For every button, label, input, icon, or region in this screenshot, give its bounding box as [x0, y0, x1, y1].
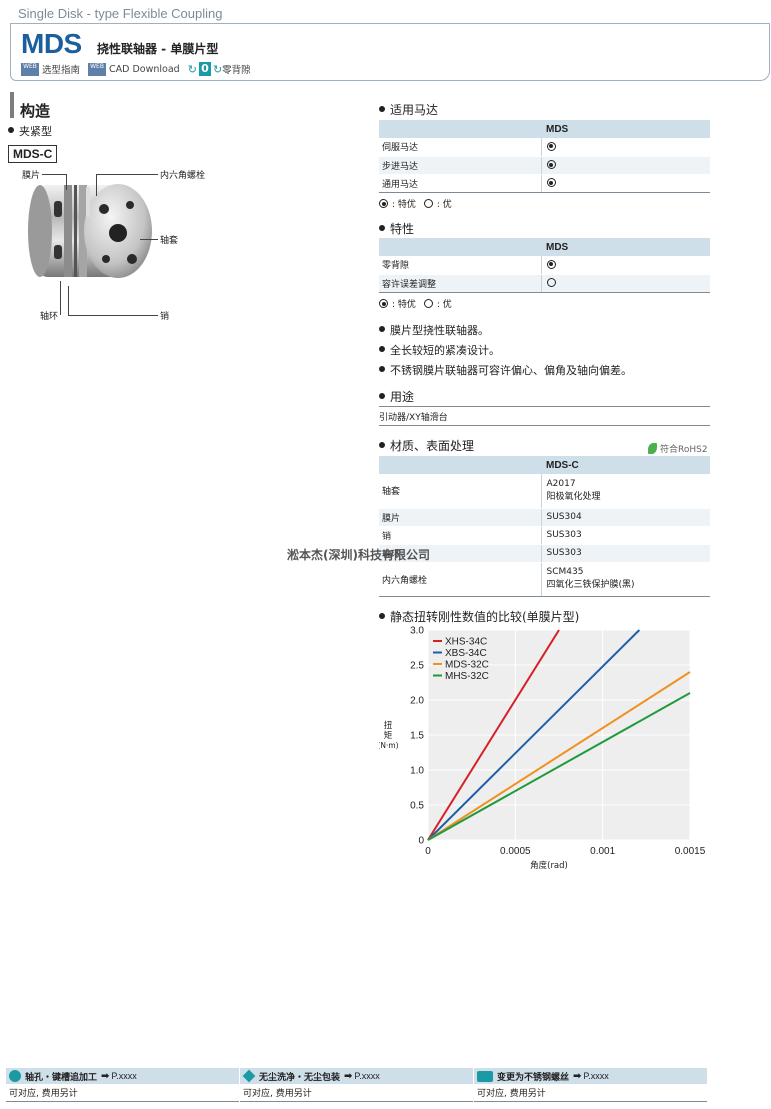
excellent-mark — [546, 259, 556, 269]
y-axis-label: (N·m) — [379, 741, 399, 750]
coupling-image — [28, 184, 152, 278]
series-line-mhs-32c — [427, 692, 691, 841]
material-row-label: 销 — [379, 526, 541, 545]
header-box: MDS 挠性联轴器 - 单膜片型 WEB 选型指南 WEB CAD Downlo… — [10, 24, 770, 81]
series-line-xbs-34c — [427, 629, 641, 841]
structure-title: 构造 — [20, 102, 51, 120]
good-mark — [546, 278, 556, 287]
props-table: MDS 零背隙 容许误差调整 — [379, 238, 710, 293]
arrow-right-icon: ➡ — [573, 1070, 582, 1082]
props-heading: 特性 — [379, 220, 414, 237]
part-label-pin: 销 — [160, 312, 170, 322]
rotate-icon: ↻ — [212, 62, 223, 76]
legend-entry: MHS-32C — [445, 671, 489, 682]
props-legend: : 特优 : 优 — [379, 297, 456, 310]
usage-text: 引动器/XY轴滑台 — [379, 413, 448, 423]
torsional-stiffness-chart: 0 0.5 1.0 1.5 2.0 2.5 3.0 0 0.0005 0.001 0.0015 角度(… — [379, 626, 706, 872]
series-title: Single Disk - type Flexible Coupling — [10, 2, 770, 24]
prop-row-label: 容许误差调整 — [379, 274, 541, 293]
legend-entry: XHS-34C — [445, 637, 487, 648]
y-tick-label: 3.0 — [410, 626, 424, 637]
prop-row-label: 零背隙 — [379, 256, 541, 275]
part-label-hex-bolt: 内六角螺栓 — [160, 171, 206, 181]
x-axis-label: 角度(rad) — [530, 860, 568, 871]
y-tick-label: 1.0 — [410, 766, 424, 777]
y-tick-label: 2.5 — [410, 661, 424, 672]
series-line-mds-32c — [427, 671, 691, 841]
chart-title: 静态扭转刚性数值的比较(单膜片型) — [379, 608, 579, 625]
section-bar — [10, 92, 14, 118]
footer-options: 轴孔・键槽追加工➡P.xxxx 可对应, 费用另计 无尘洗净・无尘包装➡P.xx… — [6, 1068, 710, 1102]
zero-backlash-link[interactable]: 零背隙 — [222, 65, 251, 76]
material-heading: 材质、表面处理 — [379, 437, 474, 454]
motor-legend: : 特优 : 优 — [379, 197, 456, 210]
x-tick-label: 0.0005 — [500, 846, 531, 857]
legend-entry: XBS-34C — [445, 648, 487, 659]
footer-option[interactable]: 轴孔・键槽追加工➡P.xxxx 可对应, 费用另计 — [6, 1068, 240, 1102]
motor-table: MDS 伺服马达 步进马达 通用马达 — [379, 120, 710, 193]
feature-item: 全长较短的紧凑设计。 — [379, 342, 500, 358]
arrow-right-icon: ➡ — [344, 1070, 353, 1082]
x-tick-label: 0.0015 — [675, 846, 706, 857]
x-tick-label: 0 — [425, 846, 431, 857]
leaf-icon — [648, 443, 657, 454]
material-row-label: 膜片 — [379, 508, 541, 527]
page-header: Single Disk - type Flexible Coupling MDS… — [10, 2, 770, 81]
part-label-hub: 轴套 — [160, 236, 179, 246]
series-line-xhs-34c — [427, 629, 560, 841]
motor-row-label: 伺服马达 — [379, 138, 541, 157]
good-mark — [423, 299, 433, 308]
excellent-mark — [379, 299, 388, 308]
motor-row-label: 通用马达 — [379, 174, 541, 193]
part-label-diaphragm: 膜片 — [22, 171, 41, 181]
motor-row-label: 步进马达 — [379, 156, 541, 175]
x-tick-label: 0.001 — [590, 846, 615, 857]
y-axis-label: 矩 — [384, 730, 393, 741]
zero-backlash-icon: 0 — [198, 62, 211, 76]
screw-icon — [477, 1070, 493, 1082]
motor-heading: 适用马达 — [379, 101, 438, 118]
rotate-icon: ↻ — [187, 62, 197, 76]
y-tick-label: 1.5 — [410, 731, 424, 742]
part-label-collar: 轴环 — [40, 312, 59, 322]
arrow-right-icon: ➡ — [101, 1070, 110, 1082]
model-tag: MDS-C — [8, 145, 58, 163]
y-axis-label: 扭 — [384, 720, 393, 731]
material-row-label: 轴套 — [379, 474, 541, 509]
y-tick-label: 0.5 — [410, 801, 424, 812]
feature-item: 膜片型挠性联轴器。 — [379, 322, 489, 338]
product-name: 挠性联轴器 - 单膜片型 — [97, 42, 219, 56]
y-tick-label: 0 — [418, 836, 424, 847]
excellent-mark — [546, 160, 556, 169]
excellent-mark — [379, 199, 388, 208]
usage-heading: 用途 — [379, 388, 414, 405]
structure-subtitle: 夹紧型 — [8, 123, 52, 139]
product-code: MDS — [21, 28, 82, 59]
cad-download-link[interactable]: CAD Download — [109, 63, 180, 75]
watermark: 淞本杰(深圳)科技有限公司 — [287, 548, 430, 562]
excellent-mark — [546, 141, 556, 151]
legend-entry: MDS-32C — [445, 660, 489, 671]
good-mark — [423, 199, 433, 208]
footer-option[interactable]: 变更为不锈钢螺丝➡P.xxxx 可对应, 费用另计 — [474, 1068, 708, 1102]
material-row-label: 轴环 — [379, 544, 541, 563]
excellent-mark — [546, 178, 556, 187]
drill-icon — [9, 1070, 21, 1082]
selection-guide-link[interactable]: 选型指南 — [42, 65, 81, 76]
rohs-badge: 符合RoHS2 — [648, 442, 708, 455]
material-row-label: 内六角螺栓 — [379, 562, 541, 597]
header-links: WEB 选型指南 WEB CAD Download ↻ 0 ↻ 零背隙 — [21, 62, 251, 76]
clean-icon — [242, 1069, 256, 1083]
web-icon: WEB — [21, 62, 39, 76]
footer-option[interactable]: 无尘洗净・无尘包装➡P.xxxx 可对应, 费用另计 — [240, 1068, 474, 1102]
web-icon: WEB — [88, 62, 107, 76]
y-tick-label: 2.0 — [410, 696, 424, 707]
feature-item: 不锈钢膜片联轴器可容许偏心、偏角及轴向偏差。 — [379, 362, 632, 378]
